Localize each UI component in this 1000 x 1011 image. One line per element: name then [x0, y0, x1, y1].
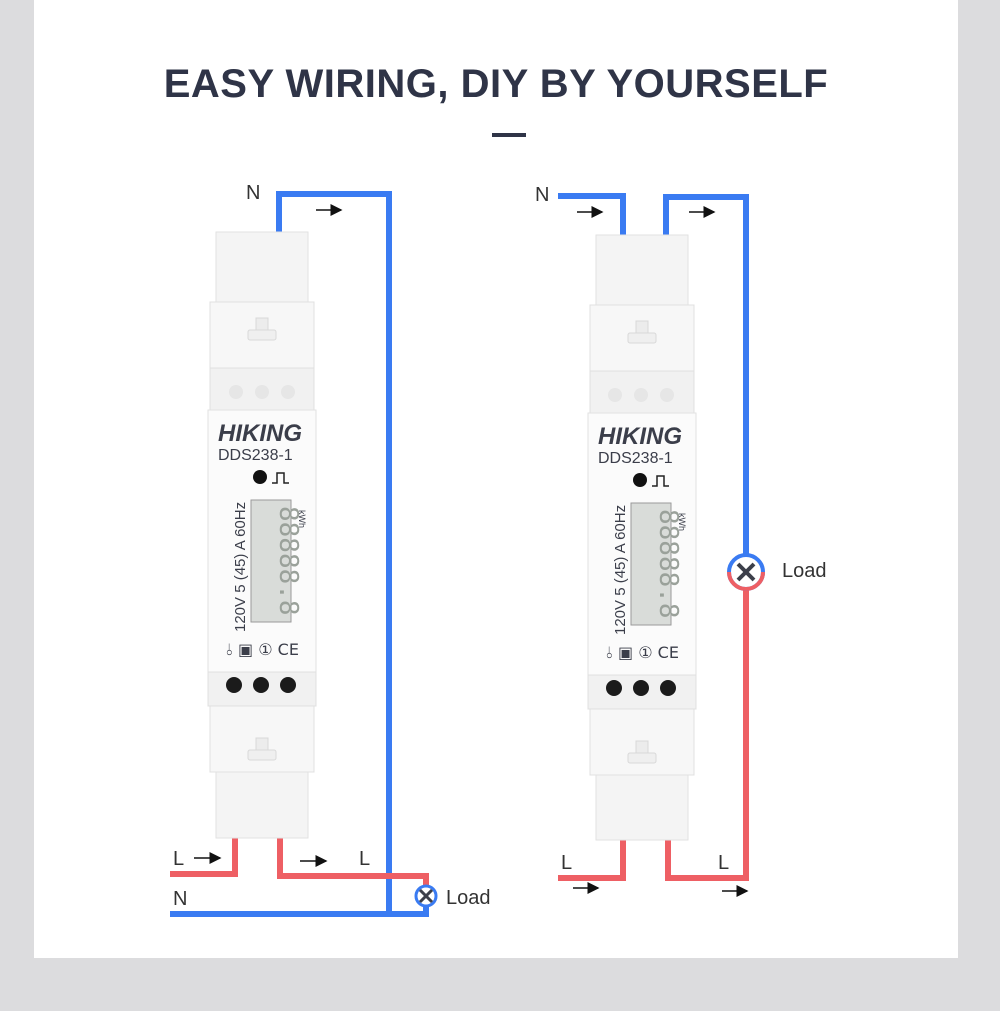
left-load-icon — [414, 884, 438, 908]
right-label-n-top: N — [535, 184, 549, 206]
right-meter-lcd — [630, 502, 672, 626]
left-meter: HIKING DDS238-1 120V 5 (45) A 60Hz 88888… — [207, 231, 317, 839]
right-live-wire-out — [665, 588, 749, 881]
left-meter-rating: 120V 5 (45) A 60Hz — [232, 502, 249, 632]
left-meter-lcd-digits: 88888.8 — [273, 506, 303, 616]
left-label-n-top: N — [246, 182, 260, 204]
left-meter-pulse-led — [253, 470, 267, 484]
left-label-n-bottom: N — [173, 888, 187, 910]
right-meter-rating: 120V 5 (45) A 60Hz — [612, 505, 629, 635]
right-load-label: Load — [782, 560, 827, 582]
right-load-icon — [727, 553, 765, 591]
left-meter-lcd — [250, 499, 292, 623]
title-underline — [492, 133, 526, 137]
right-meter-pulse-led — [633, 473, 647, 487]
right-label-l-in: L — [561, 852, 572, 874]
right-meter-model: DDS238-1 — [598, 450, 673, 467]
right-live-wire-in — [558, 840, 626, 881]
right-neutral-wire-out — [663, 194, 749, 556]
left-meter-brand: HIKING — [218, 420, 302, 447]
right-diagram: N L L Load HIKING DDS238-1 120V 5 (45) — [535, 184, 827, 897]
left-live-wire-in — [170, 838, 238, 877]
left-load-label: Load — [446, 887, 491, 909]
right-meter-lcd-digits: 88888.8 — [653, 509, 683, 619]
right-neutral-wire-in — [558, 193, 626, 235]
left-meter-model: DDS238-1 — [218, 447, 293, 464]
right-meter-brand: HIKING — [598, 423, 682, 450]
left-meter-symbols: ⫰ ▣ ① CE — [226, 640, 299, 659]
content-panel — [34, 0, 958, 958]
left-neutral-wire-top — [276, 191, 392, 912]
right-label-l-out: L — [718, 852, 729, 874]
left-label-l-in: L — [173, 848, 184, 870]
right-meter: HIKING DDS238-1 120V 5 (45) A 60Hz 88888… — [587, 234, 697, 841]
left-diagram: N L L N Load HIKING DDS238-1 120V 5 (45) — [170, 182, 491, 917]
left-live-wire-out — [277, 838, 429, 888]
left-neutral-wire-bottom — [170, 905, 429, 917]
left-label-l-out: L — [359, 848, 370, 870]
right-meter-unit: kWh — [677, 513, 687, 531]
right-meter-symbols: ⫰ ▣ ① CE — [606, 643, 679, 662]
left-meter-unit: kWh — [297, 510, 307, 528]
page-title: EASY WIRING, DIY BY YOURSELF — [163, 62, 829, 106]
